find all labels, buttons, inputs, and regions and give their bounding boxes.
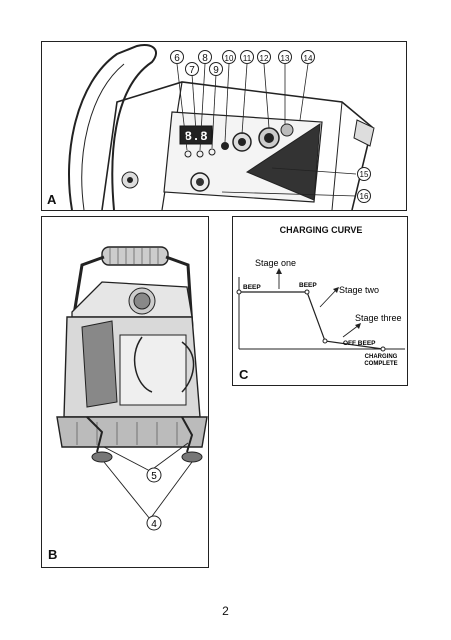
device-overview-illustration: 5 4 [56, 246, 208, 531]
callout-6: 6 [174, 53, 180, 64]
page-number: 2 [222, 604, 229, 618]
panel-b-device-figure: 5 4 B [41, 216, 209, 568]
callout-7: 7 [189, 65, 195, 76]
panel-b-letter: B [48, 547, 58, 562]
beep-right-label: BEEP [299, 282, 317, 289]
panel-a-control-panel-figure: 8.8 [41, 41, 407, 211]
callout-15: 15 [360, 170, 369, 179]
display-digits: 8.8 [184, 129, 208, 144]
callout-9: 9 [213, 65, 219, 76]
panel-c-charging-curve: CHARGING CURVE Stage one BEEP BEEP Stage… [232, 216, 408, 386]
stage-two-label: Stage two [339, 285, 379, 295]
off-beep-label: OFF BEEP [343, 340, 376, 347]
beep-left-label: BEEP [243, 284, 261, 291]
callout-12: 12 [260, 54, 269, 63]
callout-14: 14 [304, 54, 313, 63]
charging-curve-diagram: Stage one BEEP BEEP Stage two Stage thre… [236, 258, 405, 367]
charging-complete-line2: COMPLETE [364, 361, 397, 367]
stage-three-label: Stage three [355, 313, 402, 323]
callout-5: 5 [151, 471, 157, 482]
callout-16: 16 [360, 192, 369, 201]
charging-curve-line [239, 291, 384, 350]
charging-curve-title: CHARGING CURVE [279, 225, 363, 235]
panel-a-letter: A [47, 192, 57, 207]
stage-one-label: Stage one [255, 258, 296, 268]
callout-10: 10 [225, 54, 234, 63]
charging-complete-line1: CHARGING [365, 354, 398, 360]
callout-8: 8 [202, 53, 208, 64]
panel-c-letter: C [239, 367, 249, 382]
callout-13: 13 [281, 54, 290, 63]
callout-4: 4 [151, 519, 157, 530]
callout-11: 11 [243, 54, 252, 63]
device-front-illustration: 8.8 [68, 44, 375, 211]
